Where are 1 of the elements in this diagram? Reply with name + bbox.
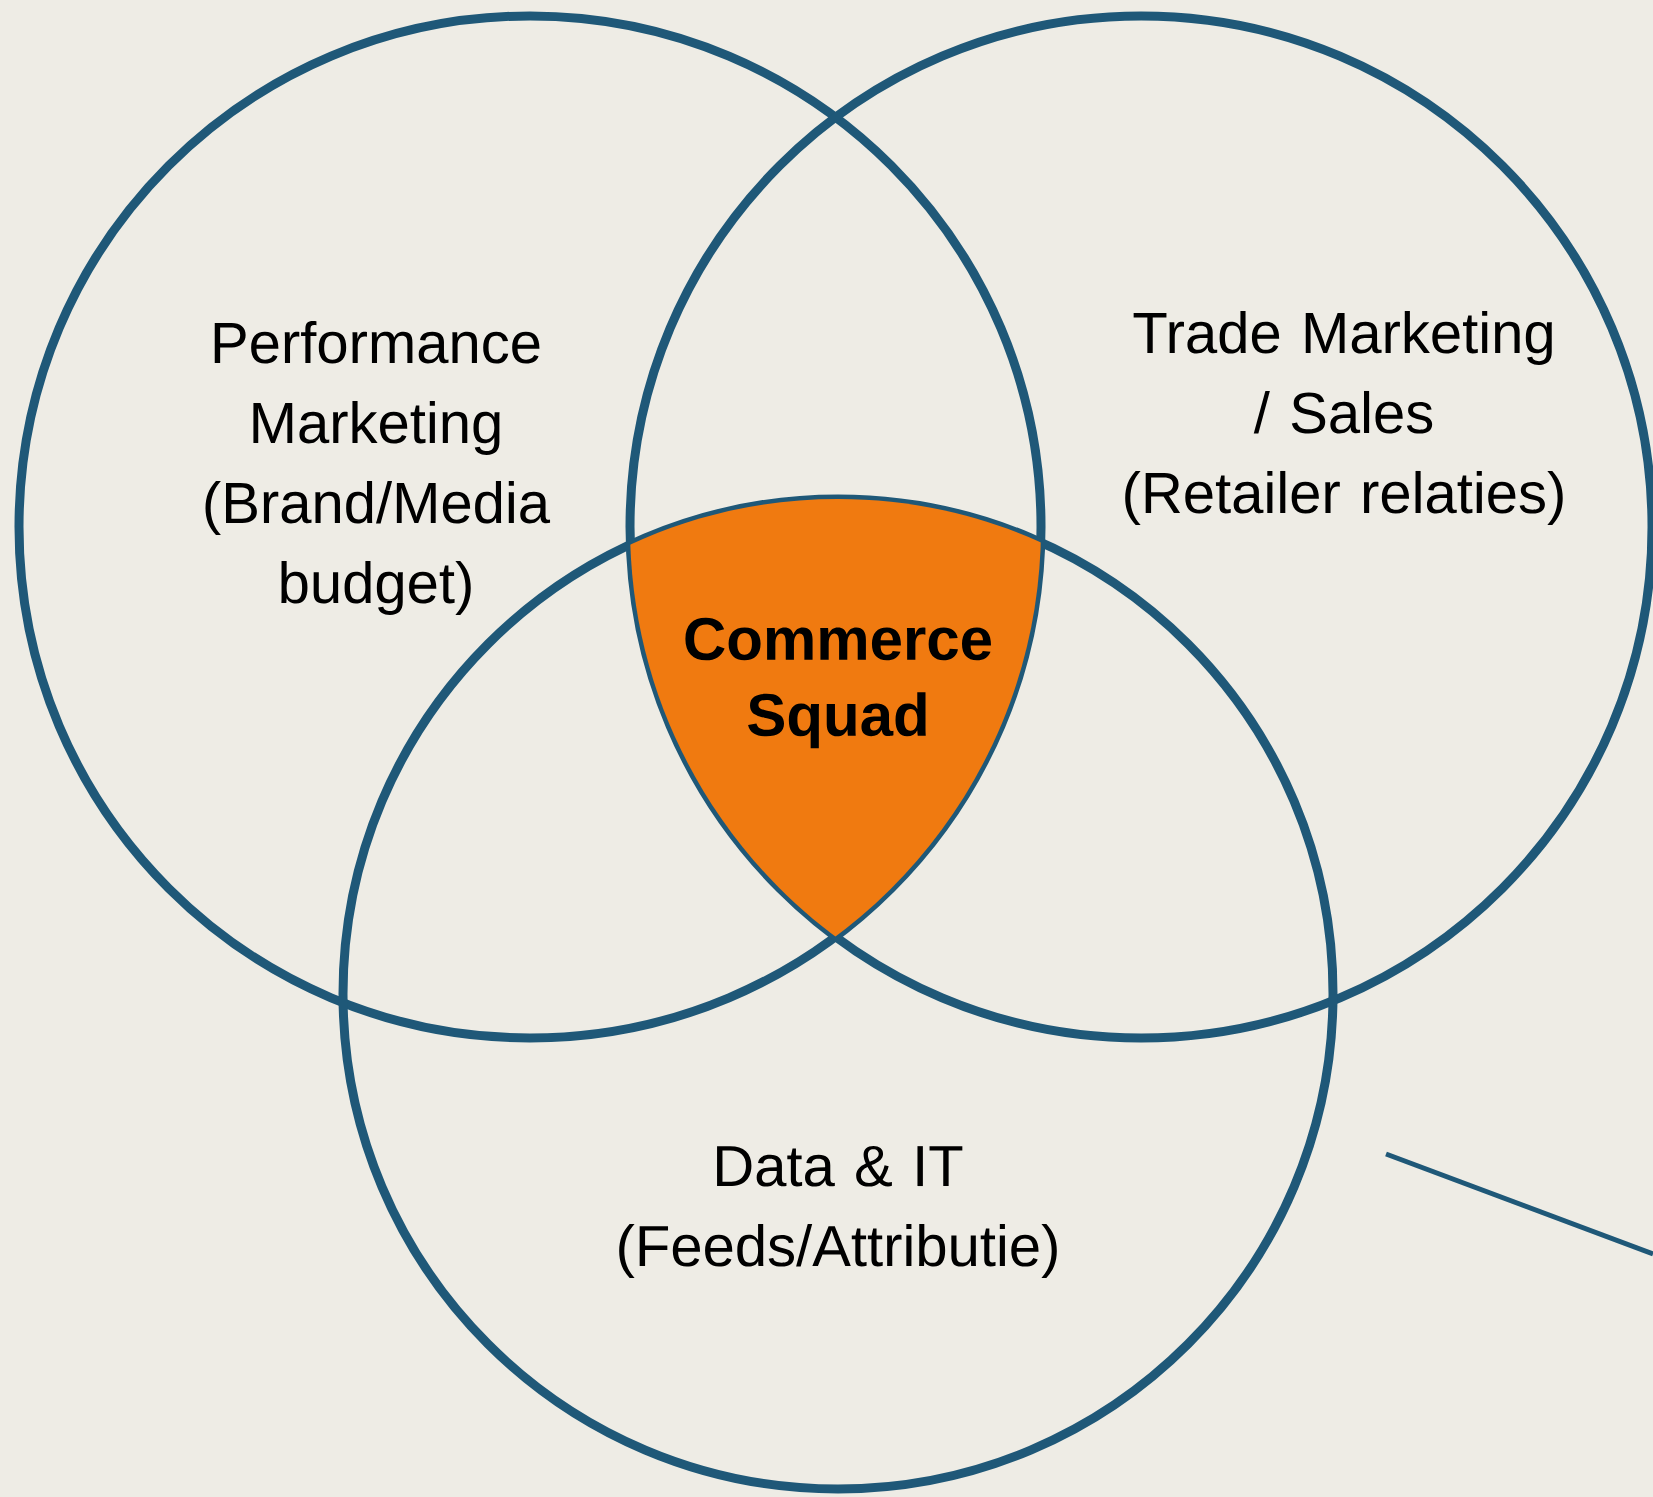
intersection-region: Commerce Squad — [685, 617, 991, 749]
